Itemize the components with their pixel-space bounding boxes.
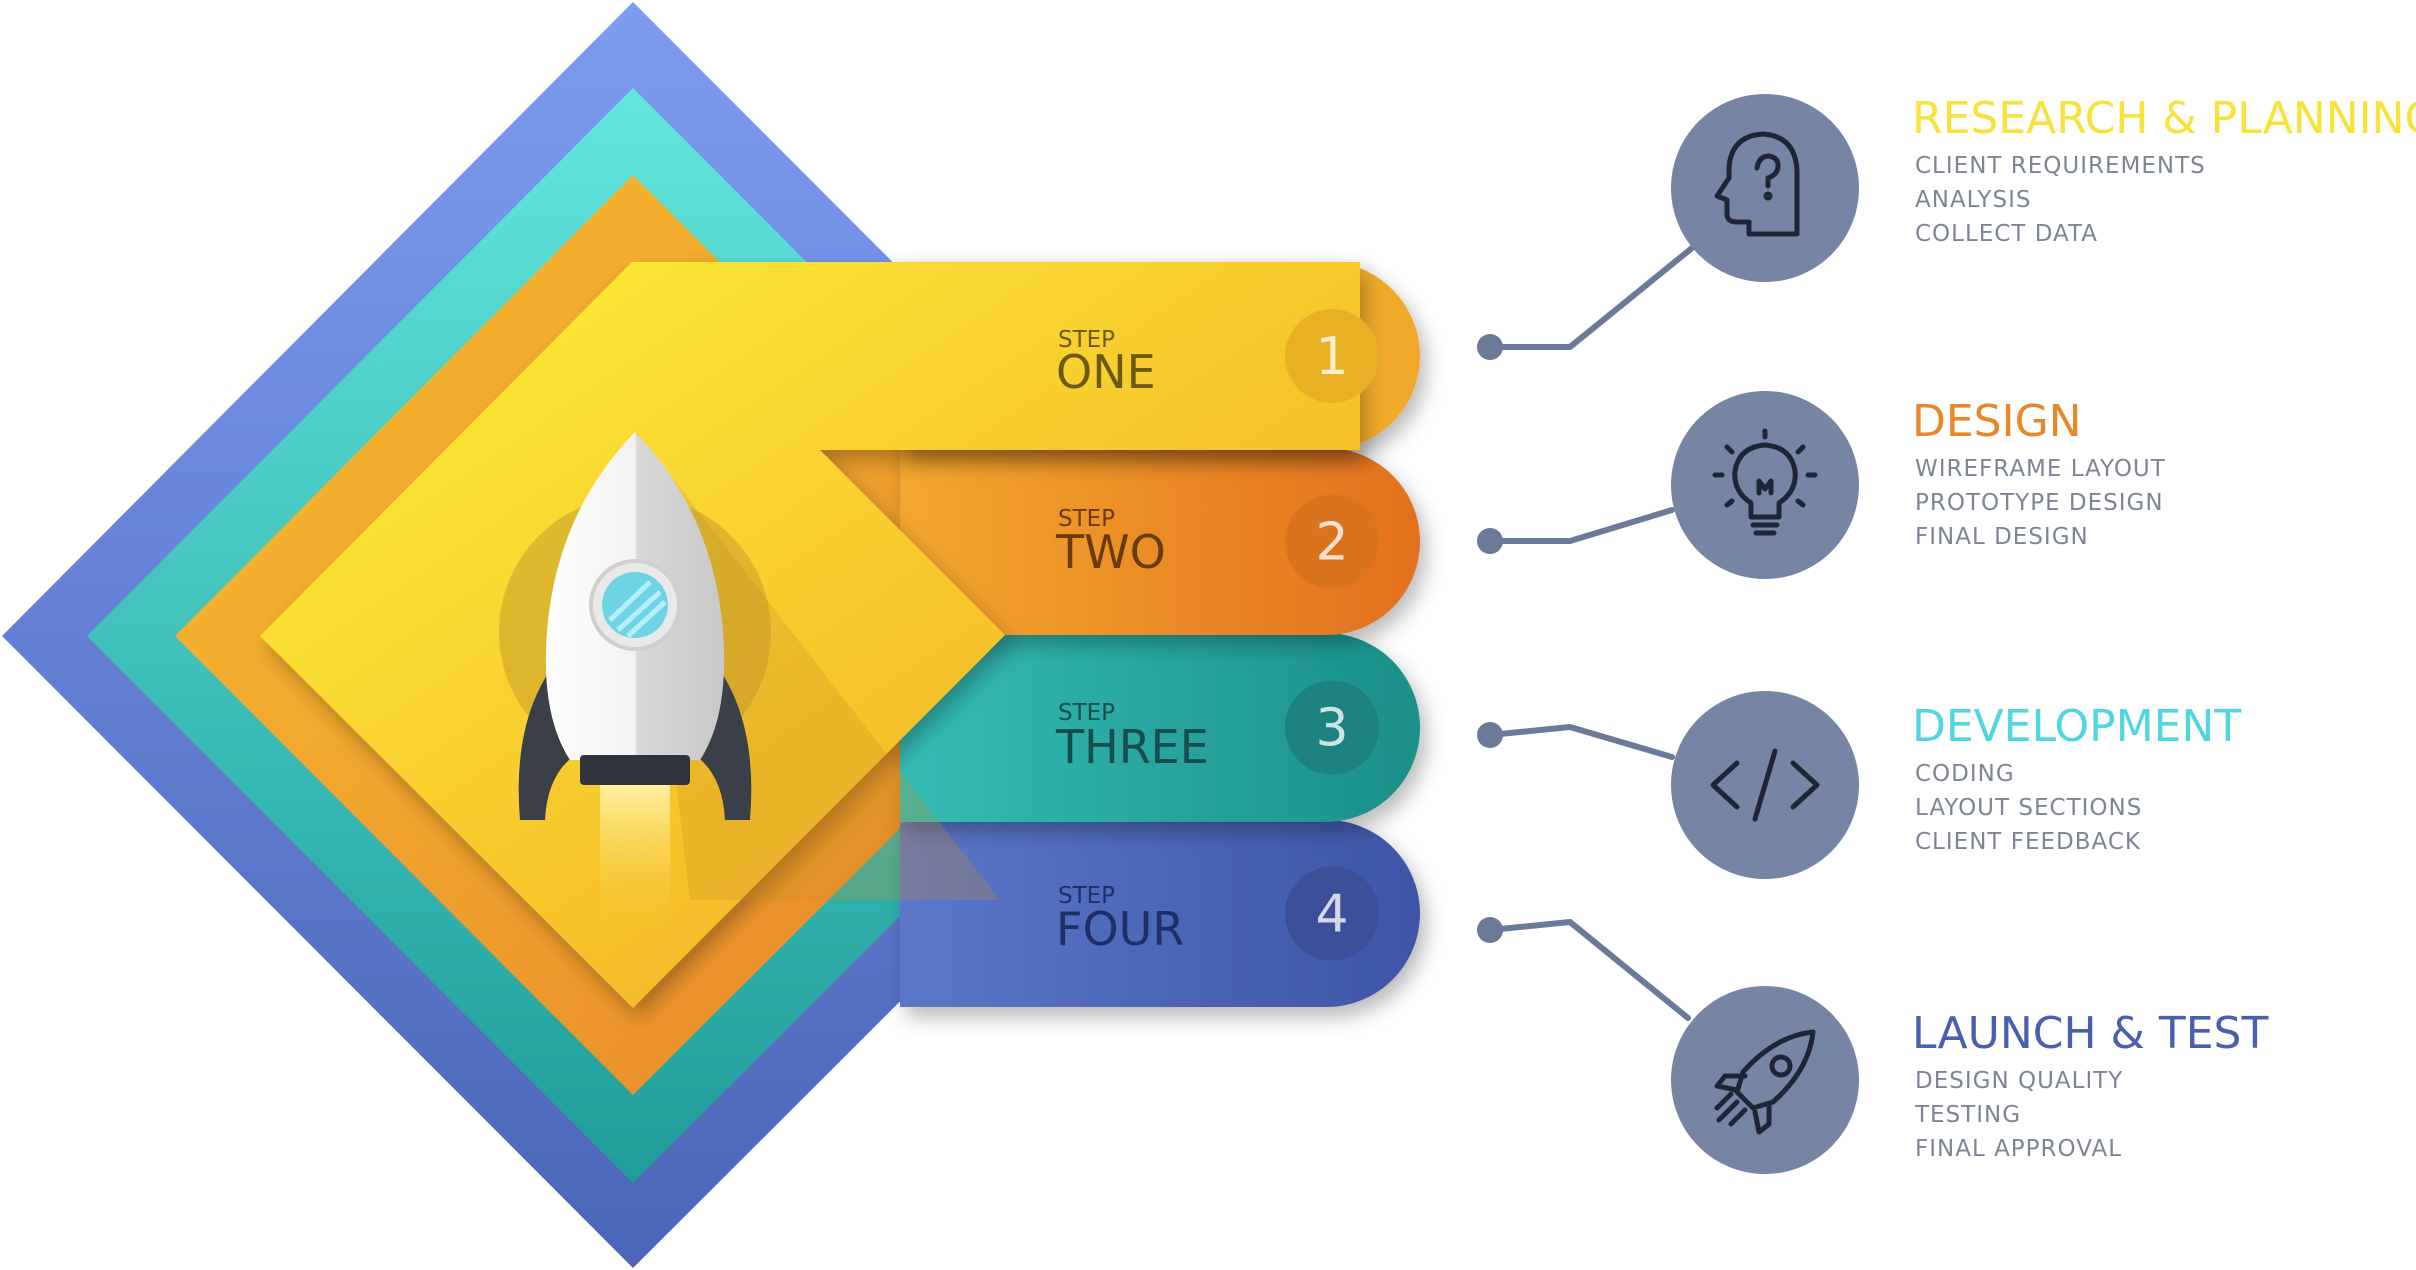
- step-number-circle: [1285, 309, 1379, 403]
- category-title: DESIGN: [1912, 396, 2082, 447]
- category-2: DESIGN WIREFRAME LAYOUT PROTOTYPE DESIGN FI…: [1912, 396, 2166, 550]
- step-number: 1: [1315, 327, 1348, 387]
- category-item: CLIENT REQUIREMENTS: [1915, 153, 2206, 179]
- step-prefix: STEP: [1058, 506, 1115, 532]
- connector-dot: [1477, 334, 1503, 360]
- connector-1: [1477, 94, 1859, 360]
- connector-3: [1477, 691, 1859, 879]
- category-item: CODING: [1915, 761, 2015, 787]
- category-item: FINAL APPROVAL: [1915, 1136, 2122, 1162]
- category-item: ANALYSIS: [1915, 187, 2031, 213]
- step-number: 3: [1315, 699, 1348, 759]
- step-prefix: STEP: [1058, 883, 1115, 909]
- step-number-circle: [1285, 680, 1379, 775]
- step-number-circle: [1285, 494, 1379, 589]
- step-prefix: STEP: [1058, 327, 1115, 353]
- connector-dot: [1477, 722, 1503, 748]
- step-number: 2: [1315, 513, 1348, 573]
- icon-circle: [1671, 94, 1859, 282]
- lightbulb-icon: [1712, 428, 1818, 536]
- category-1: RESEARCH & PLANNING CLIENT REQUIREMENTS AN…: [1912, 93, 2416, 247]
- connector-4: [1477, 917, 1859, 1174]
- connector-2: [1477, 391, 1859, 579]
- step-prefix: STEP: [1058, 700, 1115, 726]
- step-word: TWO: [1055, 525, 1166, 579]
- category-title: RESEARCH & PLANNING: [1912, 93, 2416, 144]
- category-title: DEVELOPMENT: [1912, 701, 2241, 752]
- category-item: TESTING: [1914, 1102, 2021, 1128]
- step-3-tab: [900, 633, 1420, 822]
- step-number: 4: [1315, 885, 1348, 945]
- code-brackets-icon: [1710, 748, 1820, 822]
- category-item: DESIGN QUALITY: [1915, 1068, 2123, 1094]
- category-3: DEVELOPMENT CODING LAYOUT SECTIONS CLIENT F…: [1912, 701, 2241, 855]
- category-4: LAUNCH & TEST DESIGN QUALITY TESTING FINAL …: [1912, 1008, 2268, 1162]
- step-word: ONE: [1056, 345, 1156, 399]
- rocket-illustration: [499, 430, 1000, 935]
- category-item: WIREFRAME LAYOUT: [1915, 456, 2166, 482]
- step-word: FOUR: [1056, 902, 1184, 956]
- step-number-circle: [1285, 866, 1379, 961]
- step-2-tab: [900, 448, 1420, 635]
- icon-circle: [1671, 986, 1859, 1174]
- category-item: COLLECT DATA: [1915, 221, 2098, 247]
- connector-dot: [1477, 528, 1503, 554]
- rocket-icon: [1714, 1029, 1816, 1135]
- category-item: PROTOTYPE DESIGN: [1915, 490, 2164, 516]
- main-yellow-card: [260, 262, 1360, 1008]
- step-4-tab: [900, 820, 1420, 1007]
- step-word: THREE: [1055, 720, 1209, 774]
- category-item: FINAL DESIGN: [1915, 524, 2089, 550]
- connector-dot: [1477, 917, 1503, 943]
- category-item: LAYOUT SECTIONS: [1915, 795, 2142, 821]
- category-title: LAUNCH & TEST: [1912, 1008, 2268, 1059]
- head-question-icon: [1714, 131, 1800, 237]
- category-item: CLIENT FEEDBACK: [1915, 829, 2141, 855]
